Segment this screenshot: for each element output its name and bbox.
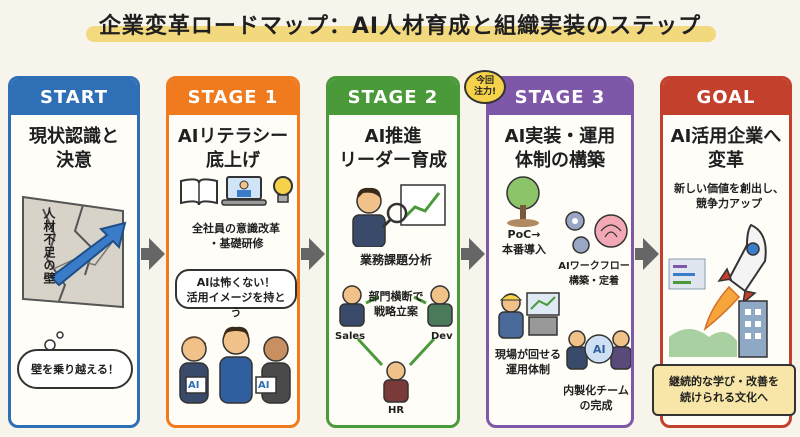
stage-3-header: STAGE 3 bbox=[489, 79, 631, 115]
ai-chip-label: AI bbox=[593, 343, 606, 356]
field-label: 現場が回せる 運用体制 bbox=[495, 348, 561, 376]
role-sales: Sales bbox=[335, 331, 366, 342]
arrow-stem-3 bbox=[461, 248, 471, 260]
stage-goal-caption: 新しい価値を創出し、 競争力アップ bbox=[674, 182, 784, 210]
stage-2: STAGE 2 AI推進 リーダー育成 業務課題分析 部門横断で 戦略立案 Sa… bbox=[326, 76, 460, 428]
stage-3: STAGE 3 AI実装・運用 体制の構築 PoC→ 本番導入 AIワークフロー… bbox=[486, 76, 634, 428]
laptop-icon bbox=[221, 176, 267, 206]
arrow-right-icon bbox=[309, 238, 325, 270]
stage-2-caption: 業務課題分析 bbox=[359, 253, 432, 267]
cracked-wall-icon bbox=[22, 195, 127, 309]
stage-start-title: 現状認識と 決意 bbox=[29, 126, 119, 171]
poc-label: PoC→ 本番導入 bbox=[502, 228, 546, 256]
arrow-stem-1 bbox=[141, 248, 151, 260]
role-dev: Dev bbox=[431, 331, 453, 342]
stage-start-header: START bbox=[11, 79, 137, 115]
title-bar: 企業変革ロードマップ：AI人材育成と組織実装のステップ bbox=[0, 4, 800, 44]
stage-goal-header: GOAL bbox=[663, 79, 789, 115]
stage-3-title: AI実装・運用 体制の構築 bbox=[504, 126, 616, 171]
leader-analysis-icon bbox=[352, 184, 446, 247]
stage-1: STAGE 1 AIリテラシー 底上げ 全社員の意識改革 ・基礎研修 AIは怖く… bbox=[166, 76, 300, 428]
stage-goal-title: AI活用企業へ 変革 bbox=[670, 126, 782, 171]
cross-department-icon bbox=[339, 285, 453, 403]
focus-badge: 今回 注力! bbox=[464, 70, 506, 104]
page-title: 企業変革ロードマップ：AI人材育成と組織実装のステップ bbox=[98, 14, 702, 39]
arrow-right-icon bbox=[149, 238, 165, 270]
workflow-label: AIワークフロー 構築・定着 bbox=[558, 261, 630, 287]
stage-1-title: AIリテラシー 底上げ bbox=[177, 126, 289, 171]
wall-label: 人材不足の壁 bbox=[42, 207, 56, 285]
inhouse-team-icon bbox=[566, 330, 631, 370]
arrow-right-icon bbox=[469, 238, 485, 270]
title-highlight bbox=[86, 26, 716, 42]
rocket-icon bbox=[668, 223, 768, 358]
arrow-stem-2 bbox=[301, 248, 311, 260]
stage-2-header: STAGE 2 bbox=[329, 79, 457, 115]
team-people-icon bbox=[179, 326, 291, 404]
start-bubble: 壁を乗り越える！ bbox=[17, 349, 133, 389]
ai-badge-right: AI bbox=[258, 380, 270, 391]
arrow-stem-4 bbox=[635, 248, 645, 260]
gears-brain-icon bbox=[565, 211, 628, 254]
field-operations-icon bbox=[498, 292, 560, 339]
role-hr: HR bbox=[388, 405, 405, 416]
book-icon bbox=[180, 178, 218, 206]
goal-banner: 継続的な学び・改善を 続けられる文化へ bbox=[652, 364, 796, 416]
ai-badge-left: AI bbox=[188, 380, 200, 391]
stage-2-title: AI推進 リーダー育成 bbox=[339, 126, 447, 171]
stage-1-header: STAGE 1 bbox=[169, 79, 297, 115]
lightbulb-icon bbox=[273, 176, 293, 203]
inhouse-label: 内製化チーム の完成 bbox=[563, 384, 629, 412]
stage-1-caption: 全社員の意識改革 ・基礎研修 bbox=[192, 222, 280, 250]
stage-2-center-label: 部門横断で 戦略立案 bbox=[368, 290, 424, 318]
stage-1-bubble: AIは怖くない！ 活用イメージを持とう bbox=[175, 269, 297, 319]
stage-start: START 現状認識と 決意 人材不足の壁 壁を乗り越える！ bbox=[8, 76, 140, 428]
tree-icon bbox=[506, 176, 540, 227]
arrow-right-icon bbox=[643, 238, 659, 270]
